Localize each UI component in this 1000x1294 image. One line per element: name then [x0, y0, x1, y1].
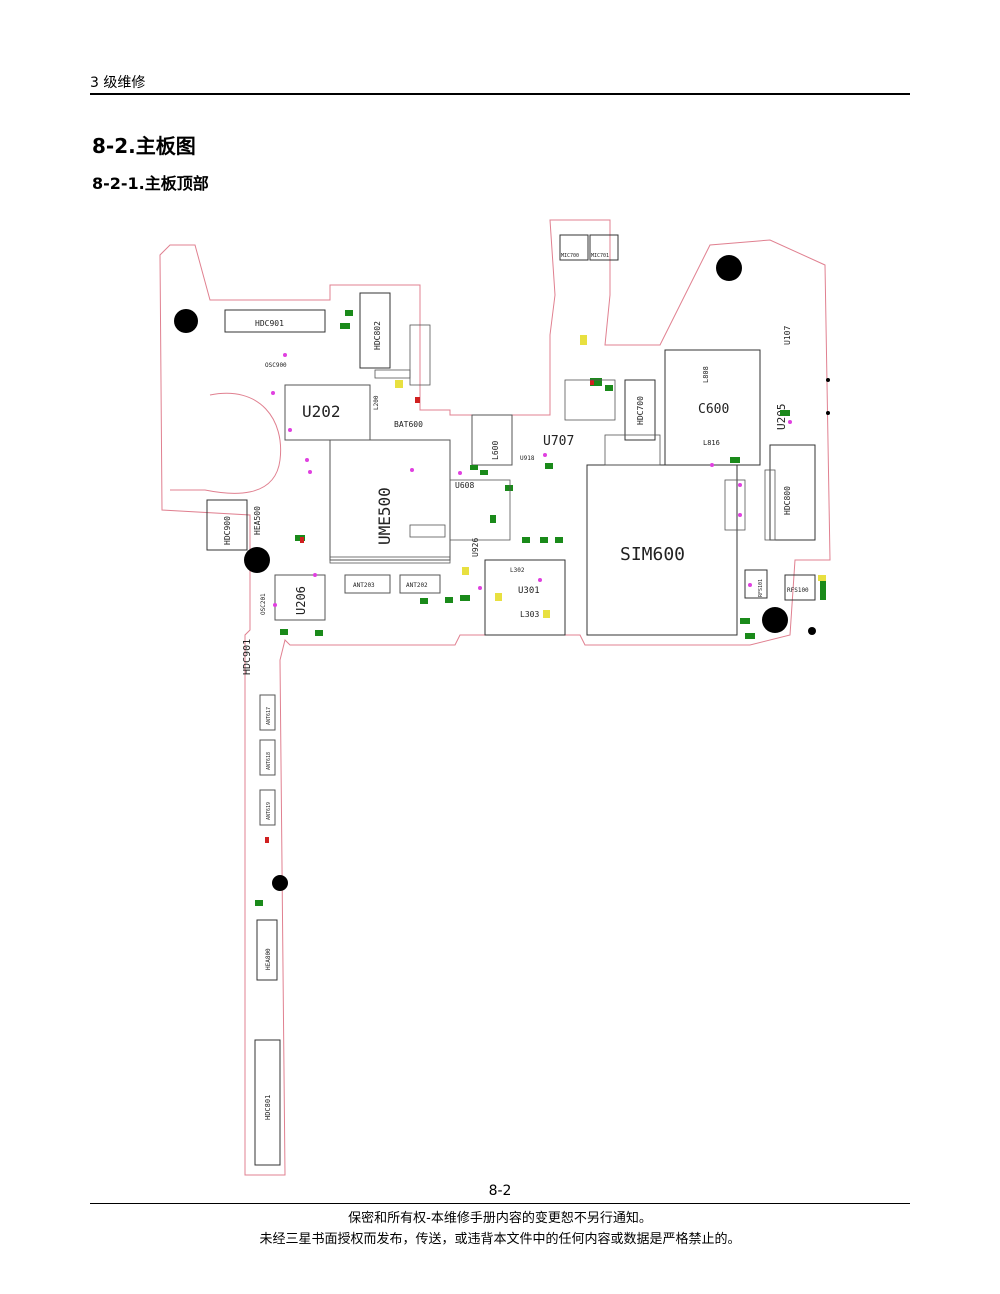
label-hdc900: HDC900 [223, 516, 232, 545]
chip-u206 [274, 574, 326, 621]
mount-hole [826, 411, 830, 415]
connector-hdc901 [224, 309, 326, 333]
connector-hdc802 [359, 292, 391, 369]
connector-rfs100 [784, 574, 816, 601]
label-sim600: SIM600 [620, 544, 685, 565]
label-hdc700: HDC700 [636, 396, 645, 425]
socket-sim600 [586, 464, 738, 636]
mount-hole [716, 255, 742, 281]
label-u608: U608 [455, 481, 474, 490]
label-mic701: MIC701 [591, 253, 609, 259]
connector-rfs101 [744, 569, 768, 599]
board-cutout [170, 392, 282, 494]
footer-copyright: 未经三星书面授权而发布，传送，或违背本文件中的任何内容或数据是严格禁止的。 [259, 1232, 741, 1247]
label-u205: U205 [775, 404, 788, 431]
label-ant203: ANT203 [353, 582, 375, 589]
section-title: 8-2-1.主板顶部 [92, 174, 209, 193]
chip-l600 [471, 414, 513, 466]
label-u301: U301 [518, 586, 540, 596]
page-title: 8-2.主板图 [92, 134, 196, 158]
mount-hole [826, 378, 830, 382]
label-ant202: ANT202 [406, 582, 428, 589]
part-ant617 [259, 694, 276, 731]
label-rfs100: RFS100 [787, 587, 809, 594]
part-ant203 [344, 574, 391, 594]
label-l600: L600 [491, 441, 500, 460]
label-u926: U926 [471, 538, 480, 557]
label-hea500: HEA500 [253, 506, 262, 535]
connector-hdc900 [206, 499, 248, 551]
smd-yellow [395, 335, 826, 618]
label-hdc801: HDC801 [264, 1095, 272, 1120]
chip-u202 [284, 384, 371, 441]
connector-hdc800 [769, 444, 816, 541]
label-u107: U107 [783, 326, 792, 345]
label-hea800: HEA800 [265, 948, 272, 970]
label-l200: L200 [373, 395, 380, 410]
label-u202: U202 [302, 402, 341, 421]
label-ant619: ANT619 [266, 802, 272, 820]
label-c600: C600 [698, 402, 729, 417]
label-mic700: MIC700 [561, 253, 579, 259]
label-l302: L302 [510, 567, 525, 574]
footer-notice: 保密和所有权-本维修手册内容的变更恕不另行通知。 [348, 1211, 652, 1226]
connector-hea800 [256, 919, 278, 981]
smd-components [255, 310, 826, 906]
label-l808: L808 [702, 366, 710, 383]
page-number: 8-2 [488, 1183, 512, 1199]
section-header: 3 级维修 [90, 75, 146, 91]
label-hdc802: HDC802 [373, 321, 382, 350]
label-osc201: OSC201 [260, 593, 267, 615]
trace-rows [329, 324, 776, 564]
mount-hole [174, 309, 198, 333]
label-l303: L303 [520, 610, 539, 619]
label-ant617: ANT617 [266, 707, 272, 725]
label-bat600: BAT600 [394, 420, 423, 429]
part-ant619 [259, 789, 276, 826]
label-ume500: UME500 [375, 487, 394, 545]
label-u206: U206 [294, 586, 308, 615]
connector-hdc801 [254, 1039, 281, 1166]
test-points [271, 353, 792, 607]
label-u918: U918 [520, 455, 535, 462]
footer-divider [90, 1203, 910, 1204]
label-hdc800: HDC800 [783, 486, 792, 515]
label-osc900: OSC900 [265, 362, 287, 369]
header-divider [90, 93, 910, 95]
mic-701 [589, 234, 619, 261]
board-outline [159, 219, 831, 1176]
part-ant202 [399, 574, 441, 594]
label-u707: U707 [543, 434, 574, 449]
shield-u301 [484, 559, 566, 636]
mount-hole [272, 875, 288, 891]
mount-hole [808, 627, 816, 635]
label-rfs101: RFS101 [758, 579, 764, 597]
label-hdc901: HDC901 [255, 319, 284, 328]
pcb-diagram: HDC901 HDC802 U202 UME500 BAT600 L600 U7… [159, 219, 831, 1176]
part-ant618 [259, 739, 276, 776]
smd-red [265, 380, 594, 843]
mic-700 [559, 234, 589, 261]
label-l816: L816 [703, 439, 720, 447]
mount-hole [244, 547, 270, 573]
label-ant618: ANT618 [266, 752, 272, 770]
label-hdc901b: HDC901 [242, 639, 253, 675]
connector-hdc700 [624, 379, 656, 441]
mount-hole [762, 607, 788, 633]
